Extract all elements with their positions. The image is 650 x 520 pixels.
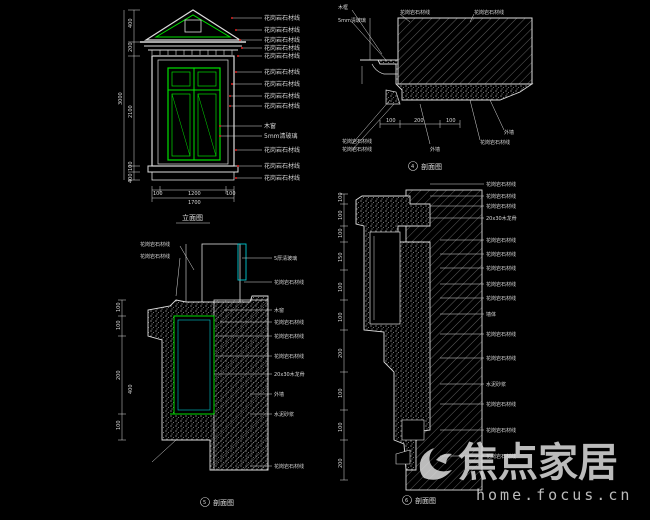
- sec-c-dim: 100: [338, 422, 344, 432]
- sec-a-label: 花岗岩石材线: [400, 9, 430, 16]
- sec-a-dim: 100: [386, 118, 396, 124]
- sec-b-label: 外墙: [274, 391, 284, 398]
- elev-label: 花岗岩石材线: [264, 92, 300, 100]
- elev-dim: 2100: [128, 105, 134, 118]
- sec-c-dim: 100: [338, 192, 344, 202]
- sec-c-dim: 100: [338, 210, 344, 220]
- sec-c-marker: 6: [405, 498, 408, 504]
- sec-b-label: 花岗岩石材线: [274, 333, 304, 340]
- elev-label: 花岗岩石材线: [264, 26, 300, 34]
- elev-label: 花岗岩石材线: [264, 80, 300, 88]
- elev-dim: 100: [226, 191, 236, 197]
- pediment: [143, 9, 243, 41]
- elev-label: 花岗岩石材线: [264, 52, 300, 60]
- sec-b-label: 木窗: [274, 307, 284, 314]
- sec-a-label: 花岗岩石材线: [480, 139, 510, 146]
- window-elevation: 花岗岩石材线 花岗岩石材线 花岗岩石材线 花岗岩石材线 花岗岩石材线 花岗岩石材…: [118, 9, 300, 224]
- sec-c-title: 剖面图: [415, 496, 436, 505]
- sec-a-label: 花岗岩石材线: [474, 9, 504, 16]
- sec-b-label: 花岗岩石材线: [274, 319, 304, 326]
- sec-a-label: 花岗岩石材线: [342, 138, 372, 145]
- sec-a-label: 5mm清玻璃: [338, 17, 366, 24]
- sec-c-dim: 150: [338, 252, 344, 262]
- sec-b-label: 花岗岩石材线: [274, 353, 304, 360]
- elev-label: 花岗岩石材线: [264, 162, 300, 170]
- sec-c-label: 花岗岩石材线: [486, 251, 516, 258]
- sec-c-label: 花岗岩石材线: [486, 331, 516, 338]
- sec-c-dim: 200: [338, 348, 344, 358]
- sec-c-dim: 100: [338, 312, 344, 322]
- sec-b-label: 花岗岩石材线: [274, 463, 304, 470]
- sec-c-label: 花岗岩石材线: [486, 265, 516, 272]
- sec-b-dim: 400: [128, 384, 134, 394]
- sec-a-dim: 200: [414, 118, 424, 124]
- sec-c-label: 花岗岩石材线: [486, 355, 516, 362]
- sec-c-label: 墙体: [486, 311, 496, 318]
- elev-dim: 100: [128, 161, 134, 171]
- elev-dim: 200: [128, 42, 134, 52]
- sec-b-dim: 100: [116, 302, 122, 312]
- elev-dim: 3000: [118, 92, 124, 105]
- sec-c-dim: 100: [338, 282, 344, 292]
- elev-label: 5mm清玻璃: [264, 132, 298, 140]
- watermark-brand: 焦点家居: [458, 440, 618, 486]
- sec-b-title: 剖面图: [213, 498, 234, 507]
- sec-a-label: 外墙: [504, 129, 514, 136]
- sec-c-label: 花岗岩石材线: [486, 193, 516, 200]
- elev-dim: 1700: [188, 200, 201, 206]
- elev-dim: 400: [128, 18, 134, 28]
- elev-label: 花岗岩石材线: [264, 146, 300, 154]
- elev-label: 花岗岩石材线: [264, 14, 300, 22]
- sec-b-label: 5厚清玻璃: [274, 255, 297, 262]
- sec-c-label: 花岗岩石材线: [486, 281, 516, 288]
- sec-c-label: 水泥砂浆: [486, 381, 506, 388]
- section-c-detail: 花岗岩石材线 花岗岩石材线 花岗岩石材线 20x30木龙骨 花岗岩石材线 花岗岩…: [338, 181, 517, 505]
- sec-a-marker: 4: [411, 164, 414, 170]
- sec-a-label: 木框: [338, 4, 348, 11]
- sec-c-dim: 200: [338, 458, 344, 468]
- sec-a-title: 剖面图: [421, 162, 442, 171]
- sec-b-marker: 5: [203, 500, 206, 506]
- sec-a-label: 外墙: [430, 146, 440, 153]
- sec-b-label: 20x30木龙骨: [274, 371, 305, 378]
- sec-b-label: 水泥砂浆: [274, 411, 294, 418]
- sec-c-label: 20x30木龙骨: [486, 215, 517, 222]
- sec-b-label: 花岗岩石材线: [274, 279, 304, 286]
- sec-c-label: 花岗岩石材线: [486, 203, 516, 210]
- sec-c-label: 花岗岩石材线: [486, 453, 516, 460]
- elev-label: 花岗岩石材线: [264, 174, 300, 182]
- sec-b-dim: 200: [116, 370, 122, 380]
- sec-c-label: 花岗岩石材线: [486, 295, 516, 302]
- sec-c-dim: 100: [338, 228, 344, 238]
- elev-label: 花岗岩石材线: [264, 36, 300, 44]
- sec-a-dim: 100: [446, 118, 456, 124]
- sec-b-label: 花岗岩石材线: [140, 253, 170, 260]
- sec-c-label: 花岗岩石材线: [486, 427, 516, 434]
- elev-label: 木窗: [264, 122, 276, 130]
- watermark-url: home.focus.cn: [476, 486, 632, 504]
- elev-label: 花岗岩石材线: [264, 44, 300, 52]
- elev-label: 花岗岩石材线: [264, 68, 300, 76]
- sec-c-label: 花岗岩石材线: [486, 401, 516, 408]
- sec-c-label: 花岗岩石材线: [486, 181, 516, 188]
- elev-label: 花岗岩石材线: [264, 102, 300, 110]
- sec-c-dim: 100: [338, 388, 344, 398]
- sec-b-dim: 100: [116, 320, 122, 330]
- elev-dim: 400: [128, 173, 134, 183]
- section-b-detail: 花岗岩石材线 花岗岩石材线 5厚清玻璃 花岗岩石材线 木窗 花岗岩石材线 花岗岩…: [116, 241, 305, 507]
- elev-dim: 100: [153, 191, 163, 197]
- sec-b-dim: 100: [116, 420, 122, 430]
- sec-a-label: 花岗岩石材线: [342, 146, 372, 153]
- section-a-detail: 木框 5mm清玻璃 花岗岩石材线 花岗岩石材线 花岗岩石材线 花岗岩石材线 外墙…: [338, 4, 534, 171]
- watermark: 焦点家居 home.focus.cn: [419, 440, 632, 504]
- sec-c-label: 花岗岩石材线: [486, 237, 516, 244]
- focus-logo-icon: [419, 448, 452, 480]
- elevation-title: 立面图: [182, 213, 203, 222]
- sec-b-label: 花岗岩石材线: [140, 241, 170, 248]
- elev-dim: 1200: [188, 191, 201, 197]
